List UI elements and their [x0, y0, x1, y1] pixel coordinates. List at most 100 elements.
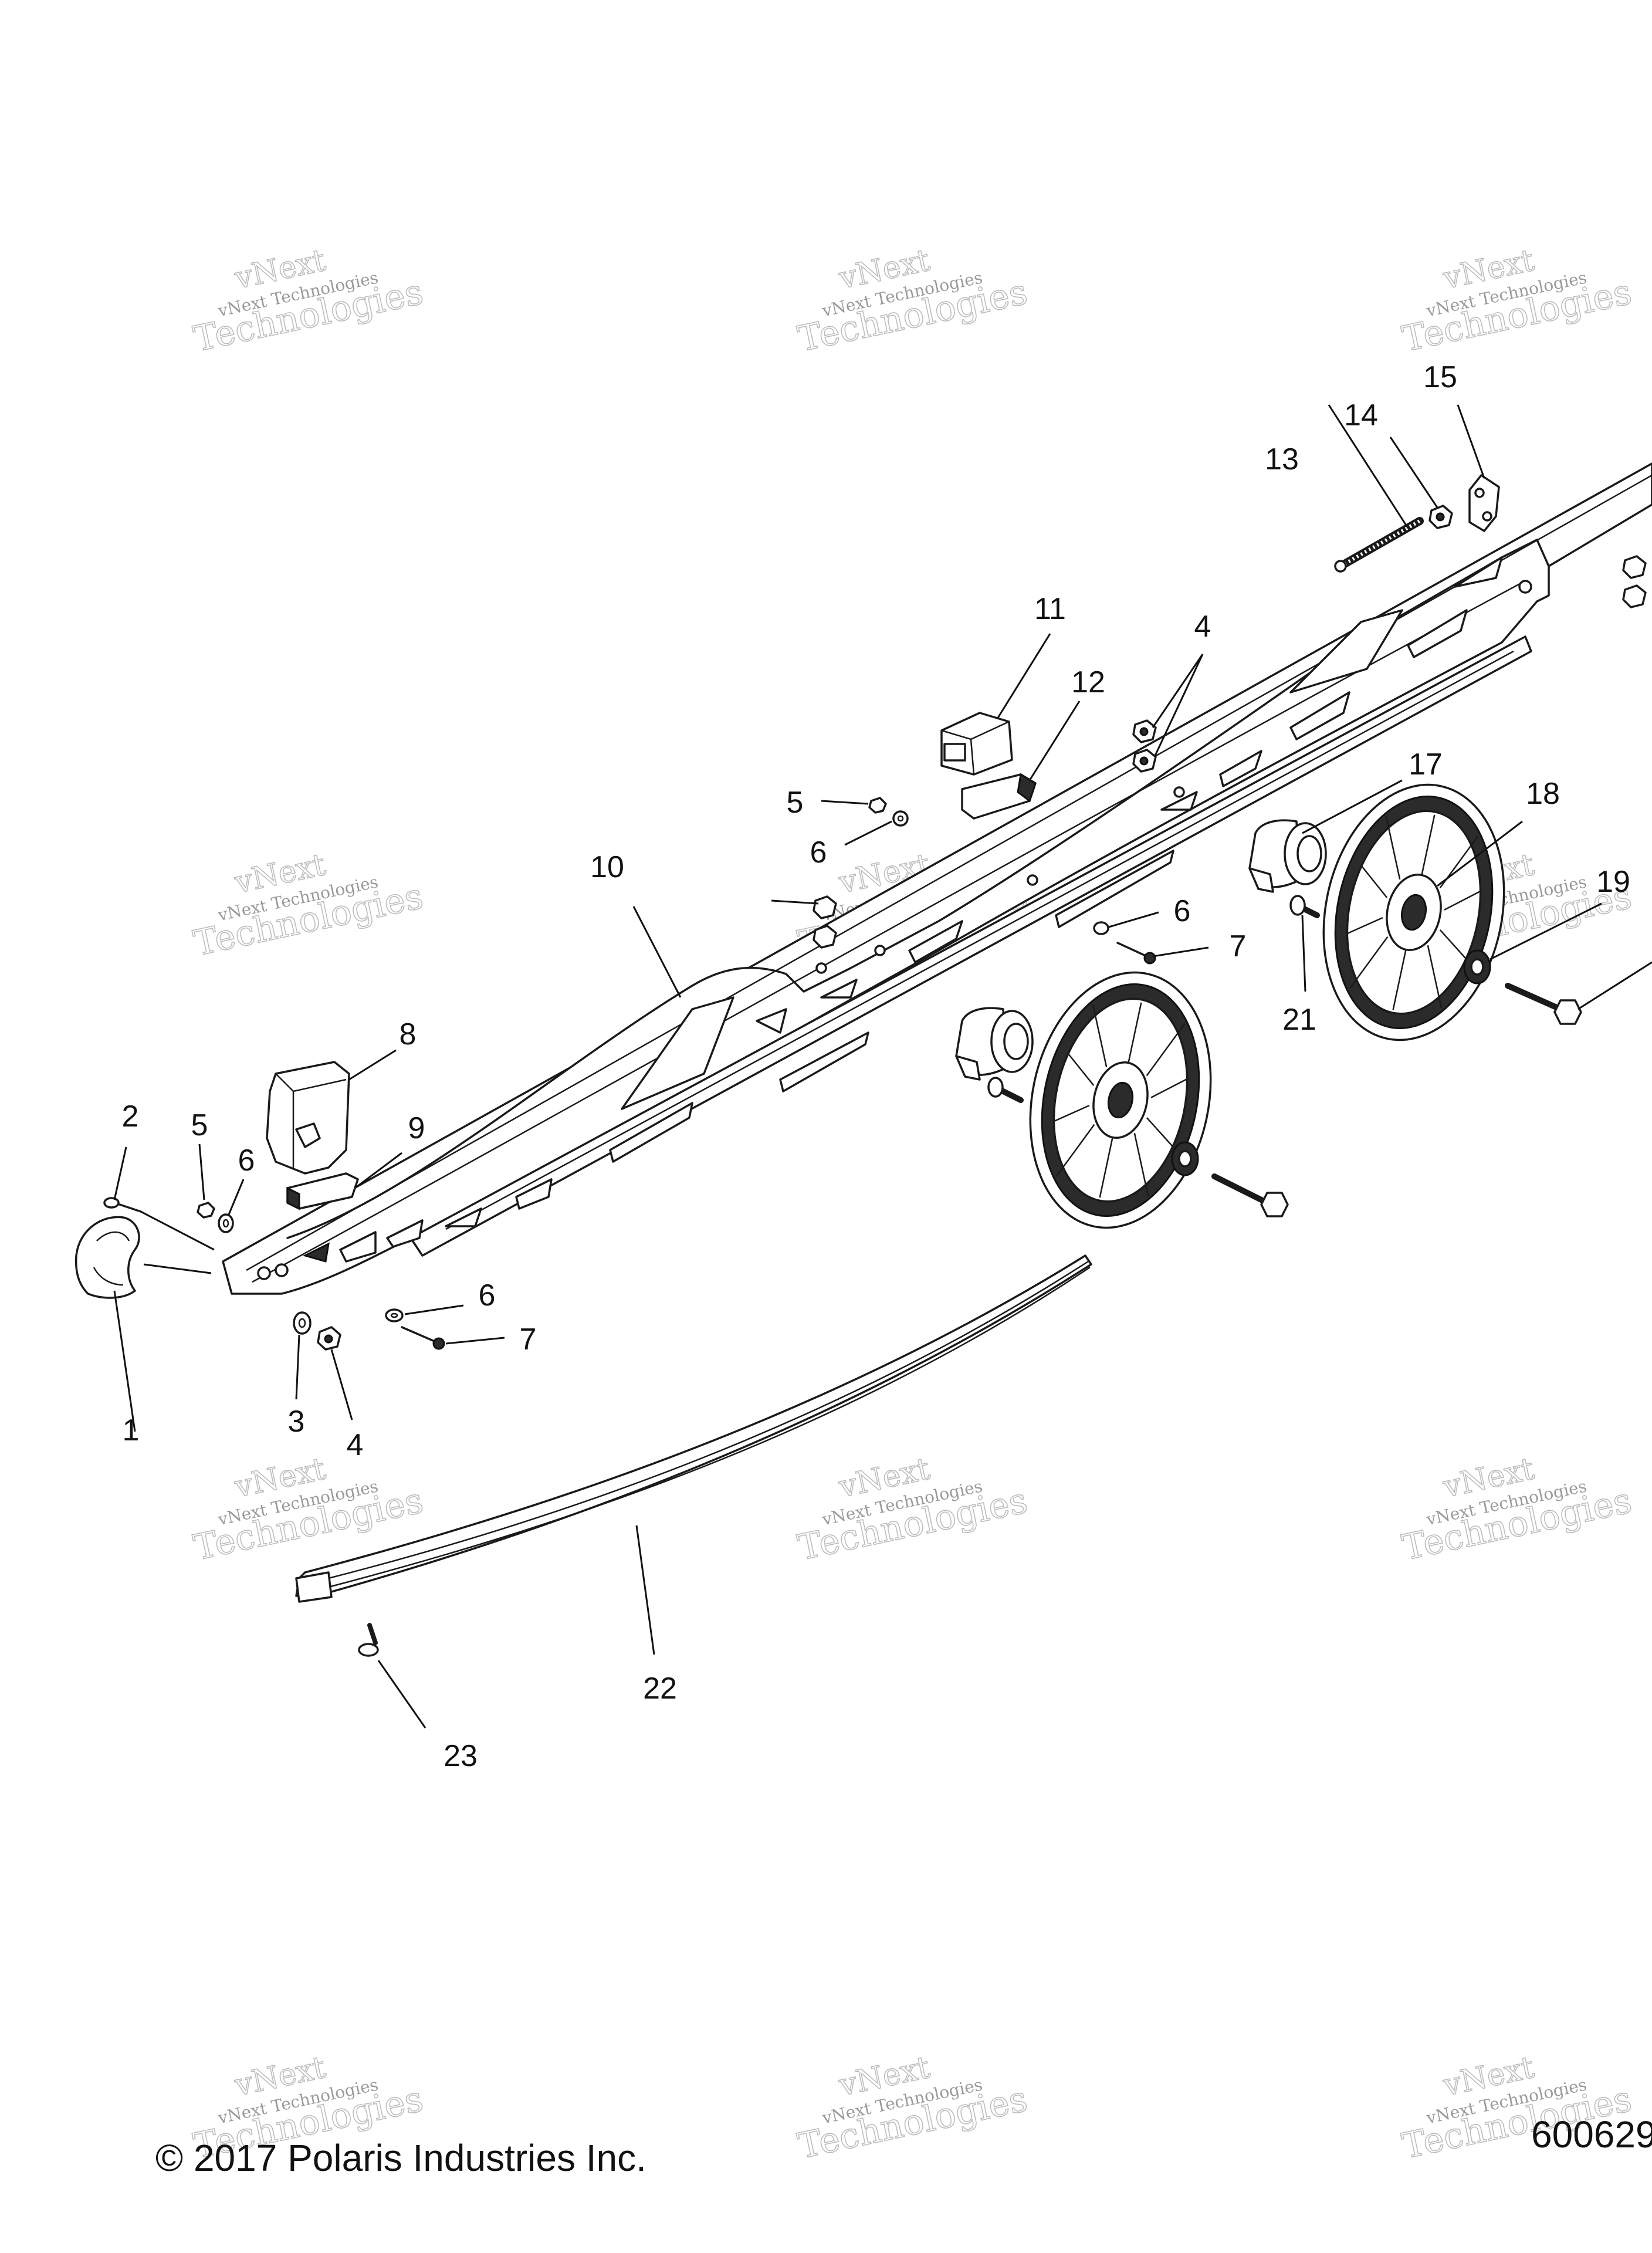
bolt-7-front [401, 1326, 445, 1350]
wheel-spoke [1427, 945, 1443, 1009]
rail-hole [1518, 580, 1532, 594]
leader-line [295, 1334, 300, 1400]
wheel-spoke [1349, 936, 1389, 989]
wheel-spoke [1360, 864, 1388, 898]
rail-edge-line [246, 474, 1652, 1271]
leader-line [377, 1660, 426, 1728]
leader-line [1457, 404, 1485, 479]
callout-14: 14 [1344, 398, 1378, 432]
axle-bolt-head [1553, 999, 1582, 1025]
spacer-lower [1171, 1141, 1199, 1176]
callout-4-front: 4 [347, 1428, 364, 1462]
bolt-lower-small [987, 1077, 1024, 1103]
washer [218, 1213, 234, 1233]
washer-6-front [218, 1213, 234, 1233]
nut-5-front [197, 1202, 215, 1219]
wheel-spoke [1444, 890, 1482, 911]
rail-cutout [515, 1178, 553, 1210]
spacer-hole [1178, 1150, 1192, 1168]
leader-line [113, 1290, 136, 1432]
rail-cutout [779, 1031, 869, 1092]
wheel-spoke [1420, 814, 1436, 878]
rail-assembly [222, 462, 1652, 1295]
leader-line [632, 906, 682, 998]
leader-line [1108, 911, 1159, 928]
washer [385, 1308, 404, 1322]
callout-13: 13 [1265, 442, 1299, 476]
rod-end [1334, 560, 1347, 573]
spacer-hole [1470, 958, 1484, 976]
callout-23: 23 [444, 1739, 478, 1773]
rail-hole [874, 945, 886, 956]
bolt-head [1289, 895, 1306, 916]
callout-6-mid: 6 [810, 835, 827, 870]
callout-11: 11 [1034, 592, 1066, 626]
rail-edge-line [445, 650, 1514, 1230]
washer [293, 1311, 312, 1335]
callout-22: 22 [643, 1672, 677, 1706]
bolt-21 [1289, 895, 1320, 918]
wheel-spoke [1127, 1002, 1142, 1066]
watermark: vNext vNext Technologies Technologies [794, 2049, 1031, 2167]
wheel-spoke [1392, 946, 1407, 1010]
leader-line [844, 820, 892, 846]
watermark: vNext vNext Technologies Technologies [1398, 242, 1636, 360]
wheel-spoke [1092, 1004, 1108, 1068]
wheel-bore [1107, 1081, 1134, 1119]
rail-cutout [1407, 609, 1468, 658]
callout-1: 1 [123, 1413, 140, 1447]
bolt-head [987, 1077, 1004, 1098]
callout-3: 3 [288, 1405, 305, 1439]
washer-hole [298, 1318, 306, 1328]
leader-line [1028, 701, 1081, 781]
watermark: vNext vNext Technologies Technologies [189, 847, 427, 965]
wheel-spoke [1346, 917, 1383, 935]
rail-cutout [339, 1231, 377, 1263]
callout-2: 2 [122, 1100, 139, 1134]
leader-lines [113, 404, 1652, 1728]
wheel-spoke [1052, 1105, 1090, 1122]
washer-6-mid-lower [1093, 921, 1109, 935]
front-cap-body [75, 1216, 140, 1299]
leader-line [404, 1304, 464, 1315]
screw-2 [103, 1197, 142, 1213]
insert-end [286, 1186, 300, 1210]
rail-cutout [445, 1207, 482, 1227]
callout-6-front: 6 [238, 1144, 255, 1178]
callout-18: 18 [1526, 777, 1560, 811]
leader-line [198, 1144, 205, 1200]
slider-block-slot [943, 743, 966, 762]
threaded-rod-13 [1334, 517, 1424, 573]
wheel-spoke [1133, 1132, 1149, 1196]
nut [813, 925, 837, 949]
nut-4-upper [1132, 719, 1157, 773]
nut [868, 797, 887, 814]
watermark: vNext vNext Technologies Technologies [794, 242, 1031, 360]
nut [813, 895, 837, 919]
callout-labels: 1 2 3 4 5 6 6 7 8 9 10 11 12 4 5 6 6 7 1… [122, 360, 1630, 1773]
leader-line [996, 633, 1051, 719]
rail-cutout [609, 1102, 693, 1163]
rail-cutout [1160, 791, 1198, 811]
washer [892, 810, 909, 827]
leader-line [113, 1146, 127, 1200]
axle-bolt-head [1260, 1192, 1289, 1217]
bracket-hole [1474, 488, 1485, 498]
insert-9 [286, 1172, 359, 1210]
nut-hole [1139, 727, 1149, 736]
rail-cutout [1454, 556, 1503, 588]
rail-cutout [756, 1008, 787, 1034]
rail-hump [286, 539, 1550, 1239]
rail-hole [275, 1263, 289, 1277]
callout-6-front-lower: 6 [479, 1278, 496, 1312]
axle-bolt-shank [1505, 983, 1563, 1012]
axle-block-lower-tab [955, 1055, 981, 1081]
bumper-block-slot [295, 1122, 321, 1148]
wheel-spoke [1385, 816, 1401, 880]
wheel-spoke [1150, 1078, 1189, 1098]
rail-cutout [621, 996, 734, 1110]
leader-line [635, 1525, 655, 1655]
nut [1622, 555, 1647, 579]
leader-line [348, 1049, 397, 1081]
